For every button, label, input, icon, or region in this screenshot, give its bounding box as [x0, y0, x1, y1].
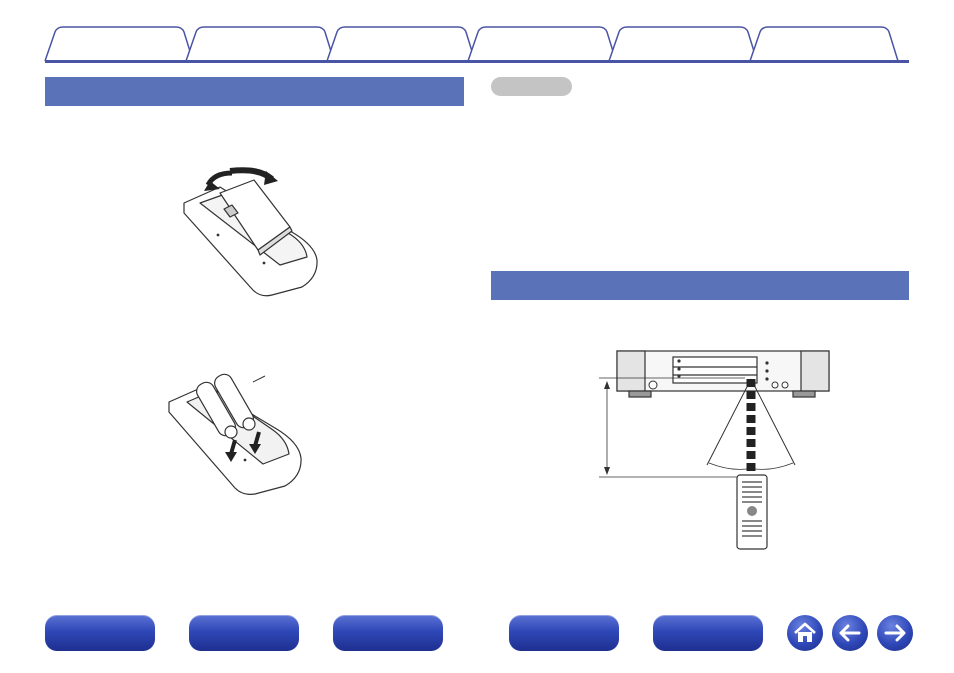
- remote-insert-batteries-illustration: [168, 373, 302, 495]
- back-arrow-icon: [839, 624, 861, 642]
- note-label: [491, 77, 572, 96]
- right-section-heading-bar: [491, 271, 909, 300]
- tab-6-shape: [749, 26, 899, 62]
- remote-operating-range-illustration: [599, 350, 830, 550]
- back-button[interactable]: [832, 615, 868, 651]
- footer-button-3[interactable]: [333, 615, 443, 651]
- footer-button-5[interactable]: [653, 615, 763, 651]
- tab-3-shape: [326, 26, 476, 62]
- tab-4-shape: [467, 26, 617, 62]
- tab-6[interactable]: [753, 26, 895, 62]
- tab-5[interactable]: [612, 26, 754, 62]
- left-section-heading-bar: [45, 77, 464, 106]
- tab-1[interactable]: [48, 26, 190, 62]
- tab-underline: [45, 60, 909, 63]
- tab-2-shape: [185, 26, 335, 62]
- tab-4[interactable]: [471, 26, 613, 62]
- footer-button-1[interactable]: [45, 615, 155, 651]
- footer-button-4[interactable]: [509, 615, 619, 651]
- home-icon: [794, 622, 816, 642]
- forward-arrow-icon: [884, 624, 906, 642]
- tab-2[interactable]: [189, 26, 331, 62]
- tab-strip: [44, 26, 899, 62]
- home-button[interactable]: [787, 615, 823, 651]
- tab-5-shape: [608, 26, 758, 62]
- footer-button-2[interactable]: [189, 615, 299, 651]
- tab-3[interactable]: [330, 26, 472, 62]
- forward-button[interactable]: [877, 615, 913, 651]
- remote-cover-open-illustration: [183, 167, 318, 297]
- tab-1-shape: [44, 26, 194, 62]
